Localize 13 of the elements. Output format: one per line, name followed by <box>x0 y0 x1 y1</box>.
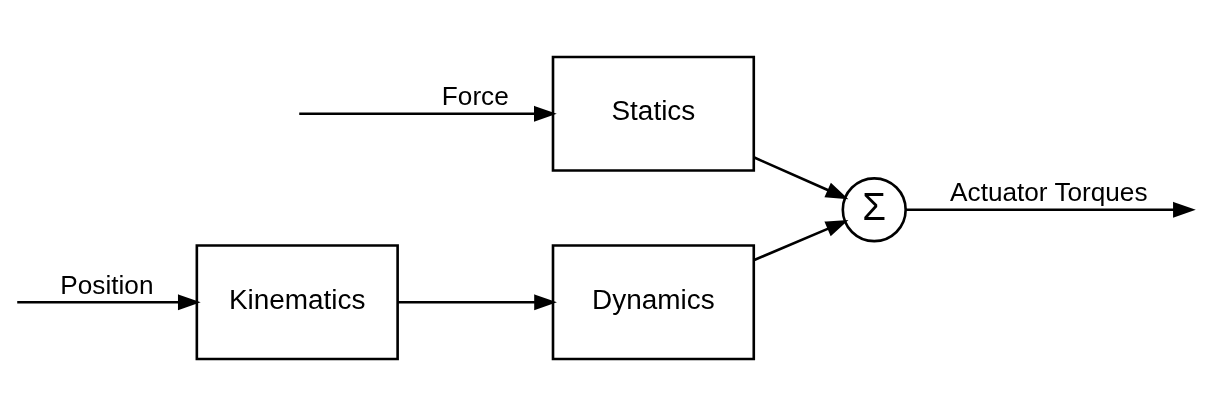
edge-label: Actuator Torques <box>950 176 1148 207</box>
arrow <box>17 293 201 310</box>
node-circle: Σ <box>841 176 907 242</box>
arrow <box>299 105 557 122</box>
arrow <box>753 155 849 199</box>
node-box: Kinematics <box>195 243 399 360</box>
arrow <box>753 219 849 261</box>
node-box: Statics <box>551 55 756 172</box>
arrow <box>397 293 557 310</box>
node-box: Dynamics <box>551 243 756 360</box>
arrow <box>905 201 1196 218</box>
edge-label: Force <box>441 80 509 111</box>
edge-label: Position <box>60 269 154 300</box>
